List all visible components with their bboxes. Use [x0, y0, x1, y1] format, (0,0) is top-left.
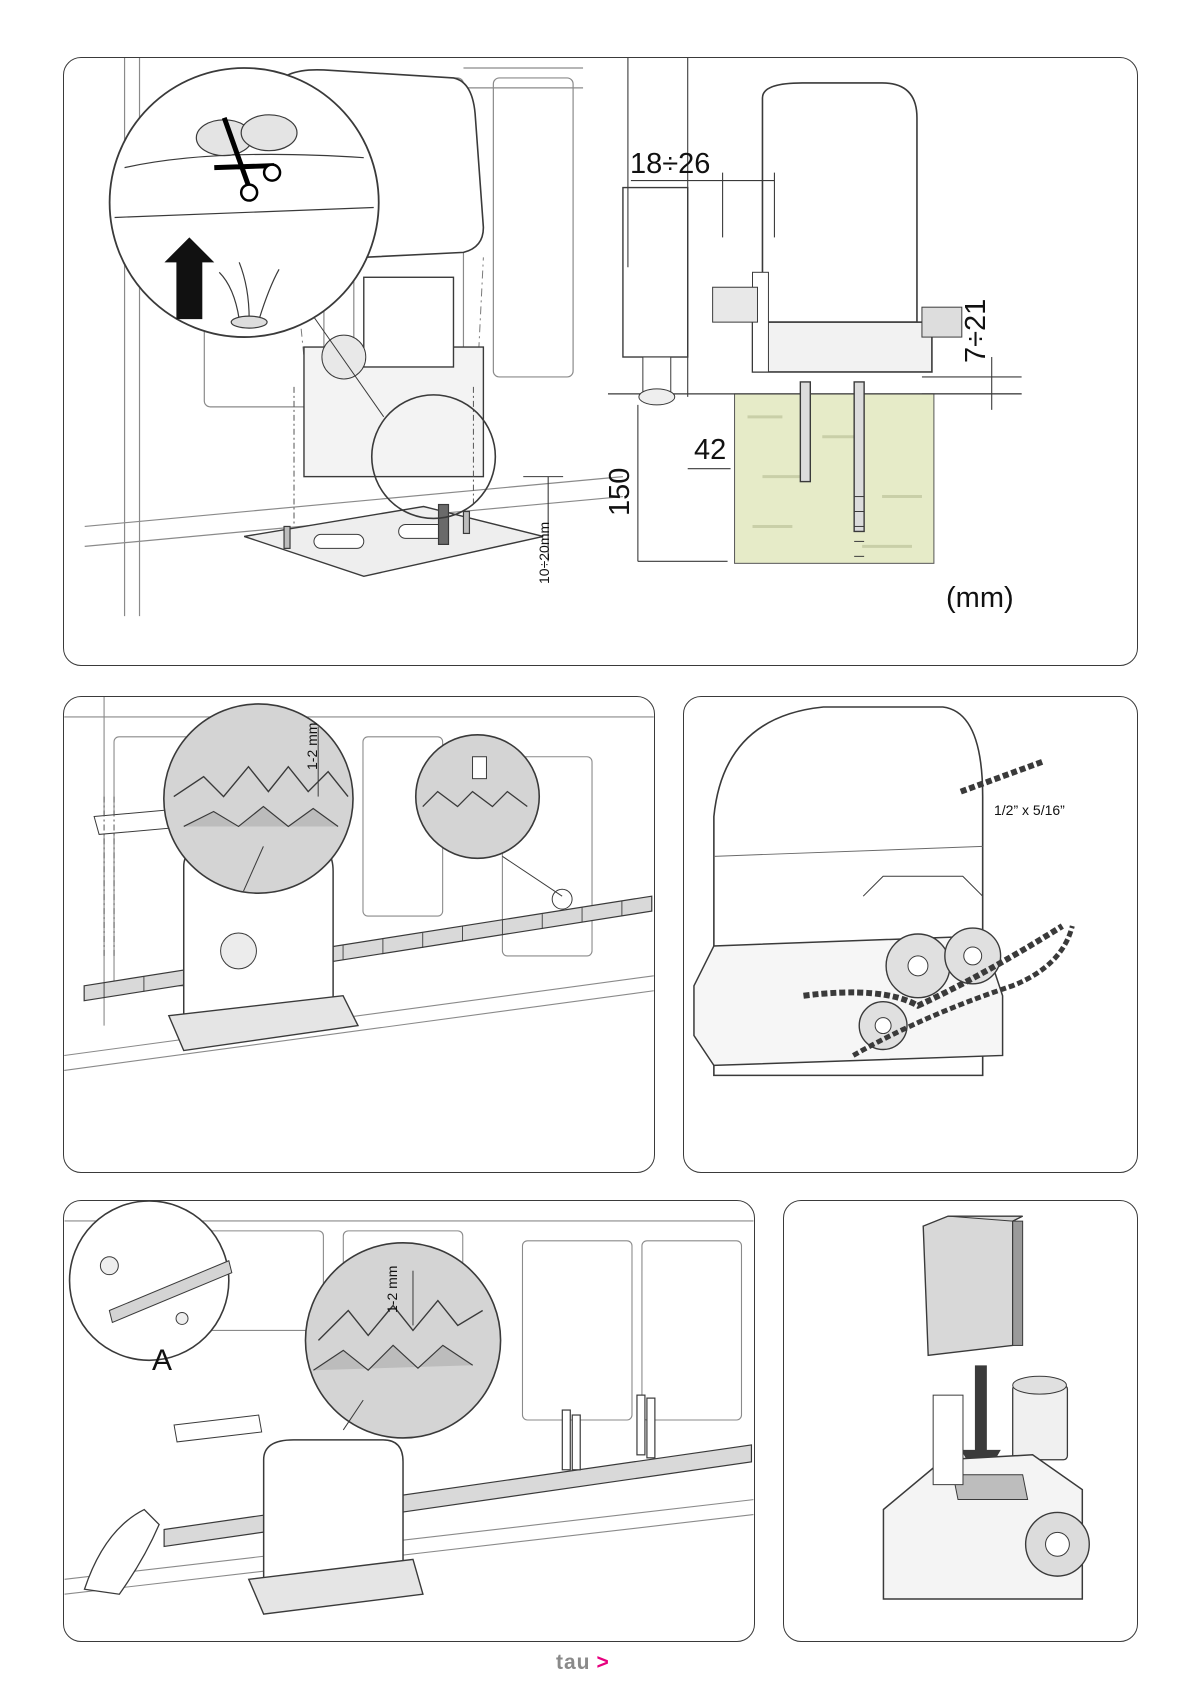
dimension-plate-height: 10÷20mm: [536, 522, 552, 584]
dimension-foundation-offset: 42: [694, 434, 726, 467]
brand-logo: tau >: [556, 1651, 610, 1675]
brand-name: tau: [556, 1651, 591, 1674]
chain-version-illustration: [684, 697, 1137, 1172]
dimension-gear-clearance-weld: 1-2 mm: [384, 1266, 400, 1313]
panel-module-insertion: [783, 1200, 1138, 1642]
brand-arrow-icon: >: [597, 1651, 610, 1674]
dimension-foundation-depth: 150: [604, 468, 637, 516]
chain-spec-label: 1/2” x 5/16”: [994, 802, 1065, 818]
panel-rack-mounting: 1-2 mm: [63, 696, 655, 1173]
panel-rack-welding: 1-2 mm A: [63, 1200, 755, 1642]
panel-chain-version: 1/2” x 5/16”: [683, 696, 1138, 1173]
rack-welding-illustration: [64, 1201, 754, 1641]
dimension-gear-clearance: 1-2 mm: [304, 723, 320, 770]
dimension-rack-height: 7÷21: [960, 299, 993, 363]
rack-mounting-illustration: [64, 697, 654, 1172]
module-insertion-illustration: [784, 1201, 1137, 1641]
panel-installation-foundation: 18÷26 7÷21 42 150 10÷20mm (mm): [63, 57, 1138, 666]
dimension-gate-gap: 18÷26: [630, 148, 710, 181]
detail-label-a: A: [152, 1344, 172, 1378]
unit-label: (mm): [946, 582, 1014, 615]
